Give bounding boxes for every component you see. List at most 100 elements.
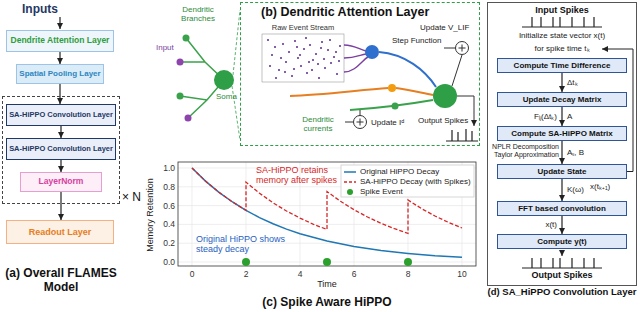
- process-box: Update State: [497, 164, 627, 179]
- legend-text: SA-HiPPO Decay (with Spikes): [360, 177, 471, 187]
- box-label: Compute Time Difference: [514, 61, 611, 70]
- group-title: (b) Dendritic Attention Layer: [261, 5, 429, 19]
- step-wire: [444, 48, 456, 49]
- layer-box: Spatial Pooling Layer: [16, 64, 104, 84]
- repeat-group: × NSA-HiPPO Convolution LayerSA-HiPPO Co…: [2, 96, 120, 204]
- event-dots: [268, 38, 340, 78]
- text-label: Step Function: [392, 36, 441, 46]
- spike-dot: [323, 258, 331, 266]
- text-label: 0.8: [156, 182, 175, 192]
- dendrite-branch: [290, 88, 433, 96]
- edge-label: x(t): [545, 220, 557, 230]
- spike-train: [522, 258, 602, 268]
- box-label: Compute SA-HiPPO Matrix: [511, 129, 612, 138]
- legend-text: Original HiPPO Decay: [360, 167, 439, 177]
- dendrite-branch: [350, 100, 433, 110]
- process-box: Compute SA-HiPPO Matrix: [497, 126, 627, 141]
- text-label: Dendritic Branches: [170, 5, 226, 23]
- box-label: Dendrite Attention Layer: [11, 36, 110, 46]
- connector-arrow: [561, 73, 562, 92]
- edge-label: A: [567, 112, 572, 122]
- text-label: Output Spikes: [487, 270, 637, 281]
- box-label: Readout Layer: [29, 227, 92, 237]
- legend-sample: [344, 181, 356, 182]
- connector-arrow: [561, 216, 562, 234]
- layer-box: SA-HiPPO Convolution Layer: [6, 138, 116, 160]
- spike-dot: [404, 258, 412, 266]
- legend-text: Spike Event: [360, 187, 403, 197]
- zoom-line: [232, 10, 240, 140]
- text-label: Fᵢⱼ(Δtₖ): [500, 112, 557, 122]
- box-label: Compute y(t): [537, 237, 586, 246]
- text-label: Soma: [216, 92, 237, 102]
- text-label: Raw Event Stream: [262, 23, 344, 32]
- text-label: 4: [290, 269, 310, 279]
- legend-sample: [344, 171, 356, 173]
- feedback-wire: [452, 55, 462, 86]
- text-label: 0.4: [156, 219, 175, 229]
- text-label: NPLR Decomposition Taylor Approximation: [489, 143, 559, 159]
- layer-box: LayerNorm: [20, 172, 102, 192]
- text-label: SA-HiPPO retains memory after spikes: [256, 165, 340, 185]
- branch-dot: [183, 35, 190, 42]
- text-label: 0.2: [156, 238, 175, 248]
- text-label: Update Iᵈ: [371, 118, 404, 128]
- event-frame: [262, 34, 344, 82]
- text-label: Update V_LIF: [420, 23, 469, 33]
- text-label: Initialize state vector x(t): [487, 31, 637, 41]
- text-label: 0.0: [156, 257, 175, 267]
- legend-sample: [347, 189, 353, 195]
- text-label: Original HiPPO shows steady decay: [196, 234, 288, 254]
- text-label: 8: [398, 269, 418, 279]
- layer-box: Readout Layer: [6, 220, 114, 244]
- spike-dot: [242, 258, 250, 266]
- plus-sign: [357, 119, 364, 126]
- text-label: x(tₖ₊₁): [590, 182, 610, 192]
- text-label: (a) Overall FLAMES Model: [2, 266, 120, 294]
- plot-frame: [178, 162, 476, 266]
- group-title: (d) SA_HiPPO Convolution Layer: [484, 287, 640, 297]
- process-box: Update Decay Matrix: [497, 92, 627, 107]
- text-label: 1.0: [156, 163, 175, 173]
- output-arrow: [562, 250, 563, 256]
- text-label: for spike time tₖ: [487, 44, 637, 54]
- legend-box: [341, 165, 474, 197]
- connector-arrow: [60, 160, 61, 172]
- connector-arrow: [59, 84, 60, 104]
- input-arrow: [59, 17, 60, 29]
- soma-circle: [214, 70, 234, 90]
- dendrite-branch: [379, 52, 436, 87]
- text-label: 0.6: [156, 201, 175, 211]
- layer-box: Dendrite Attention Layer: [6, 30, 114, 52]
- box-label: SA-HiPPO Convolution Layer: [9, 111, 113, 120]
- text-label: Inputs: [22, 2, 58, 16]
- layer-box: SA-HiPPO Convolution Layer: [6, 104, 116, 126]
- box-label: SA-HiPPO Convolution Layer: [9, 145, 113, 154]
- text-label: (c) Spike Aware HiPPO: [227, 295, 427, 309]
- process-box: Compute y(t): [497, 234, 627, 249]
- text-label: Output Spikes: [418, 116, 468, 126]
- connector-arrow: [60, 126, 61, 138]
- text-label: Dendritic currents: [294, 115, 342, 133]
- branch-dot: [177, 93, 184, 100]
- box-label: Update Decay Matrix: [523, 95, 602, 104]
- box-label: FFT based convolution: [518, 204, 606, 213]
- spike-train: [446, 129, 478, 141]
- current-wire: [345, 110, 360, 122]
- branch-node: [388, 84, 396, 92]
- text-label: Memory Retention: [145, 165, 155, 265]
- branch-dot: [177, 59, 184, 66]
- soma-circle: [433, 84, 457, 108]
- process-box: FFT based convolution: [497, 201, 627, 216]
- input-branch: [344, 45, 368, 72]
- edge-label: Δtₖ: [567, 78, 578, 88]
- text-label: 6: [344, 269, 364, 279]
- box-label: Spatial Pooling Layer: [19, 69, 100, 78]
- connector-arrow: [59, 52, 60, 64]
- sum-circle: [354, 116, 367, 129]
- branch-node: [392, 103, 399, 110]
- text-label: 10: [452, 269, 472, 279]
- text-label: Time: [307, 279, 347, 290]
- branch-dot: [185, 115, 192, 122]
- process-box: Compute Time Difference: [497, 58, 627, 73]
